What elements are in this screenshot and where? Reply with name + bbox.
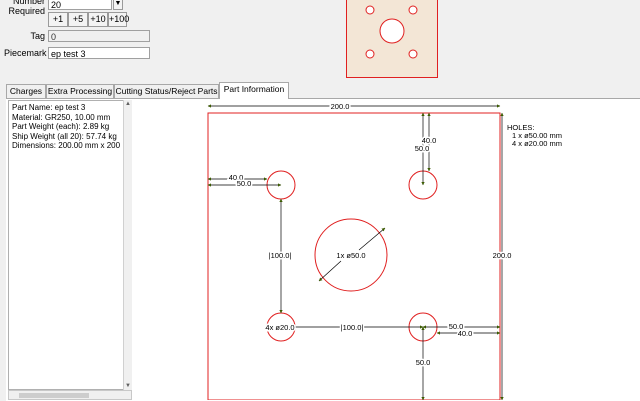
piecemark-field[interactable]: ep test 3 [48, 47, 150, 59]
part-info-line: Part Name: ep test 3 [12, 103, 86, 112]
width-dimension: 200.0 [331, 102, 350, 111]
part-info-vertical-scrollbar[interactable]: ▲ ▼ [123, 100, 132, 390]
holes-line-2: 4 x ø20.00 mm [512, 139, 562, 148]
small-hole-label: 4x ø20.0 [265, 323, 294, 332]
number-required-label: Number Required [8, 0, 45, 16]
tab-cutting-status[interactable]: Cutting Status/Reject Parts [114, 84, 219, 98]
part-info-line: Ship Weight (all 20): 57.74 kg [12, 131, 117, 141]
dim-40-right: 40.0 [458, 329, 473, 338]
scroll-up-arrow[interactable]: ▲ [125, 101, 131, 107]
tag-field: 0 [48, 30, 150, 42]
dim-40-top: 40.0 [422, 136, 437, 145]
part-info-horizontal-scrollbar[interactable] [8, 390, 132, 400]
dim-50-bottom: 50.0 [416, 358, 431, 367]
part-info-list[interactable]: Part Name: ep test 3 Material: GR250, 10… [8, 100, 132, 390]
preview-hole-bottom-right [408, 49, 418, 59]
part-info-line: Material: GR250, 10.00 mm [12, 112, 111, 122]
hole-center [314, 218, 388, 292]
tag-label: Tag [30, 31, 45, 41]
center-hole-label: 1x ø50.0 [336, 251, 365, 260]
tab-part-information[interactable]: Part Information [219, 82, 289, 99]
increment-1-button[interactable]: +1 [48, 12, 68, 27]
piecemark-label: Piecemark [4, 48, 47, 58]
part-info-line: Part Weight (each): 2.89 kg [12, 122, 110, 131]
preview-hole-top-left [365, 5, 375, 15]
part-preview [346, 0, 438, 78]
dim-40-left: 40.0 [229, 173, 244, 182]
increment-10-button[interactable]: +10 [88, 12, 108, 27]
number-required-field[interactable]: 20 [48, 0, 112, 10]
preview-hole-bottom-left [365, 49, 375, 59]
increment-5-button[interactable]: +5 [68, 12, 88, 27]
part-drawing: 200.0 200.0 HOLES: 1 x ø50.00 mm 4 x ø20… [207, 101, 562, 400]
tab-charges[interactable]: Charges [6, 84, 46, 98]
increment-100-button[interactable]: +100 [108, 12, 129, 27]
holes-line-1: 1 x ø50.00 mm [512, 131, 562, 140]
part-info-line: Dimensions: 200.00 mm x 200 [12, 141, 121, 150]
height-dimension: 200.0 [493, 251, 512, 260]
holes-title: HOLES: [507, 123, 535, 132]
dim-100-vertical: |100.0| [269, 251, 292, 260]
dim-50-left: 50.0 [237, 179, 252, 188]
number-required-spinner[interactable]: ▼ [113, 0, 123, 10]
plate-outline [207, 112, 501, 400]
preview-hole-top-right [408, 5, 418, 15]
scroll-down-arrow[interactable]: ▼ [125, 383, 131, 389]
tab-extra-processing[interactable]: Extra Processing [46, 84, 114, 98]
dim-50-right: 50.0 [449, 322, 464, 331]
preview-hole-center [379, 18, 405, 44]
dim-100-horizontal: |100.0| [341, 323, 364, 332]
dim-50-top: 50.0 [415, 144, 430, 153]
scrollbar-thumb[interactable] [19, 393, 89, 398]
